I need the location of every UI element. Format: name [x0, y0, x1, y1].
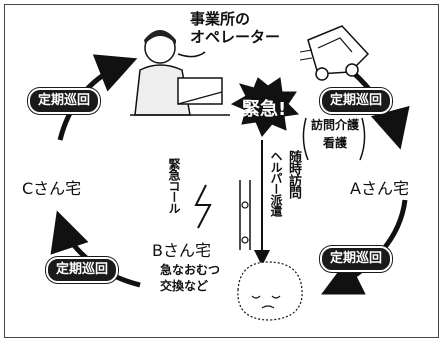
resident-b-note: 急なおむつ 交換など: [160, 262, 220, 294]
on-demand-visit-label: 随時訪問: [286, 150, 301, 198]
resident-b-illustration: [237, 261, 303, 321]
operator-label: 事業所の オペレーター: [190, 10, 280, 46]
resident-b-label: Bさん宅: [152, 241, 211, 260]
patrol-badge-bottom-left: 定期巡回: [46, 257, 119, 283]
door-illustration: [239, 180, 251, 250]
home-nursing-label: 訪問介護 看護: [310, 116, 360, 152]
patrol-badge-bottom-right: 定期巡回: [320, 246, 393, 272]
patrol-badge-top-left: 定期巡回: [28, 88, 101, 114]
home-nursing-line2: 看護: [322, 136, 347, 150]
patrol-badge-top-right: 定期巡回: [320, 88, 393, 114]
emergency-call-label: 緊急コール: [167, 158, 181, 213]
helper-dispatch-label: ヘルパー派遣: [269, 150, 283, 216]
emergency-label: 緊急!: [242, 99, 287, 120]
resident-c-label: Cさん宅: [22, 179, 82, 198]
emergency-burst: [230, 77, 300, 137]
resident-b-note-line1: 急なおむつ: [160, 263, 221, 277]
cycle-arrow-a-to-b: [321, 199, 408, 295]
home-nursing-line1: 訪問介護: [310, 118, 359, 132]
service-bracket: [302, 117, 366, 161]
operator-label-line1: 事業所の: [190, 10, 251, 28]
operator-label-line2: オペレーター: [190, 28, 281, 46]
lightning-icon: [194, 184, 212, 229]
car-illustration: [299, 25, 370, 81]
diagram-frame: [4, 4, 439, 338]
resident-b-note-line2: 交換など: [160, 279, 209, 293]
operator-illustration: [130, 30, 230, 116]
resident-a-label: Aさん宅: [350, 179, 409, 198]
